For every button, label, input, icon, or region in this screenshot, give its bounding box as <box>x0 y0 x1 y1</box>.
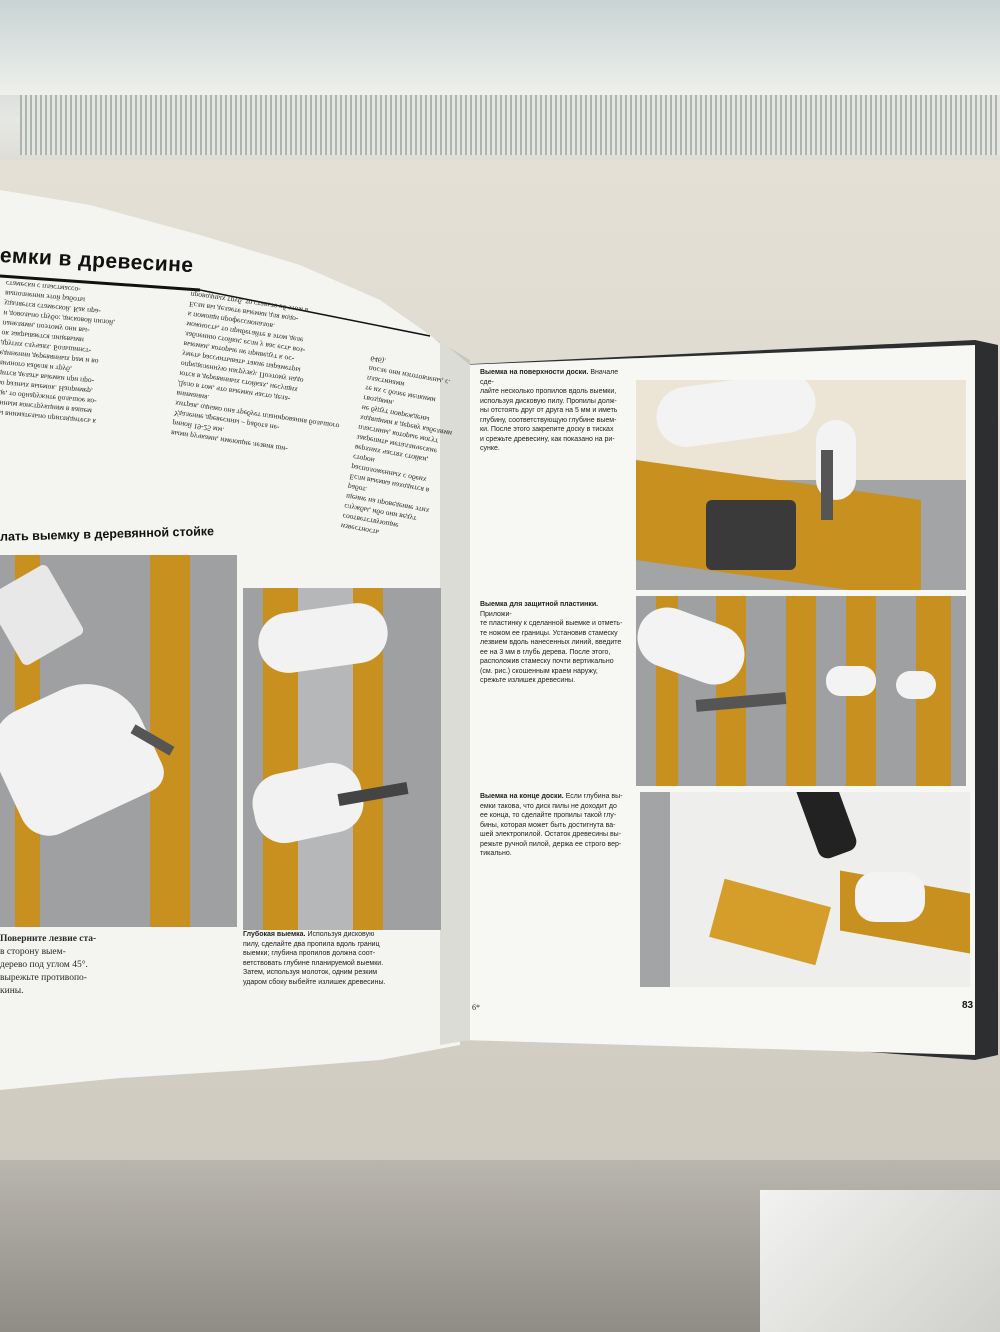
caption-board-end: Выемка на конце доски. Если глубина вы- … <box>480 792 630 859</box>
caption-chisel-text: в сторону выем- дерево под углом 45°. вы… <box>0 947 88 996</box>
signature-mark: 6* <box>472 1003 480 1012</box>
illustration-deep-notch <box>243 588 441 930</box>
caption-deep-notch-text: Используя дисковую пилу, сделайте два пр… <box>243 931 386 986</box>
gutter-shade <box>440 340 470 1045</box>
page-number: 83 <box>962 1000 974 1011</box>
intro-column-1: вы внимательно приглядитесь к инным конс… <box>0 278 116 427</box>
caption-deep-notch-lead: Глубокая выемка. <box>243 931 306 938</box>
illustration-chisel-cut <box>0 555 237 927</box>
window-rail <box>20 95 1000 155</box>
illustration-board-end <box>640 792 970 987</box>
caption-board-end-text: Если глубина вы- емки такова, что диск п… <box>480 793 623 857</box>
caption-protective-plate-text: Приложи- те пластинку к сделанной выемке… <box>480 610 623 685</box>
caption-surface-notch: Выемка на поверхности доски. Вначале сде… <box>480 368 630 454</box>
illustration-surface-notch <box>636 380 966 590</box>
caption-protective-plate-lead: Выемка для защитной пластинки. <box>480 601 599 608</box>
window-glass <box>0 0 1000 95</box>
caption-surface-notch-text: Вначале сде- лайте несколько пропилов вд… <box>480 369 619 452</box>
caption-chisel: Поверните лезвие ста- в сторону выем- де… <box>0 933 235 998</box>
illustration-protective-plate <box>636 596 966 786</box>
caption-board-end-lead: Выемка на конце доски. <box>480 793 564 800</box>
caption-surface-notch-lead: Выемка на поверхности доски. <box>480 369 589 376</box>
cloth <box>760 1190 1000 1332</box>
heading-rule <box>0 274 431 337</box>
intro-column-2: выми ручками, имеющие лезвия ши- риной 1… <box>170 289 340 454</box>
caption-deep-notch: Глубокая выемка. Используя дисковую пилу… <box>243 930 443 987</box>
caption-protective-plate: Выемка для защитной пластинки. Приложи- … <box>480 600 630 686</box>
caption-chisel-lead: Поверните лезвие ста- <box>0 934 97 944</box>
